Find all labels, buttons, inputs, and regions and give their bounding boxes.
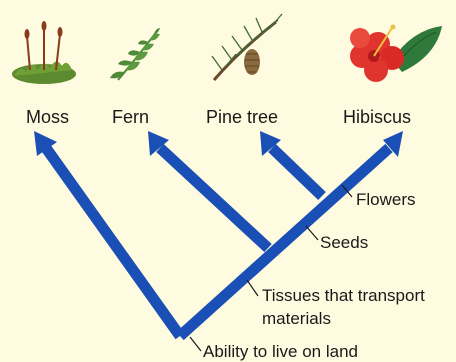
pine-branch-icon bbox=[212, 14, 282, 80]
moss-plant-icon bbox=[12, 21, 76, 84]
trait-label-seeds: Seeds bbox=[320, 233, 368, 252]
trait-label-tissues-line2: materials bbox=[262, 309, 331, 328]
trait-label-land: Ability to live on land bbox=[203, 342, 358, 361]
leader-land bbox=[190, 337, 201, 351]
branch-moss bbox=[46, 148, 180, 336]
leader-seeds bbox=[306, 226, 318, 240]
taxon-label-moss: Moss bbox=[26, 107, 69, 127]
branch-pine-tree bbox=[272, 148, 322, 196]
hibiscus-flower-icon bbox=[350, 25, 442, 83]
fern-frond-icon bbox=[110, 28, 160, 80]
trait-label-flowers: Flowers bbox=[356, 190, 416, 209]
taxon-label-pine-tree: Pine tree bbox=[206, 107, 278, 127]
taxon-label-fern: Fern bbox=[112, 107, 149, 127]
trait-label-tissues-line1: Tissues that transport bbox=[262, 286, 425, 305]
taxon-label-hibiscus: Hibiscus bbox=[343, 107, 411, 127]
leader-tissues bbox=[247, 280, 258, 296]
branch-fern bbox=[160, 148, 268, 248]
